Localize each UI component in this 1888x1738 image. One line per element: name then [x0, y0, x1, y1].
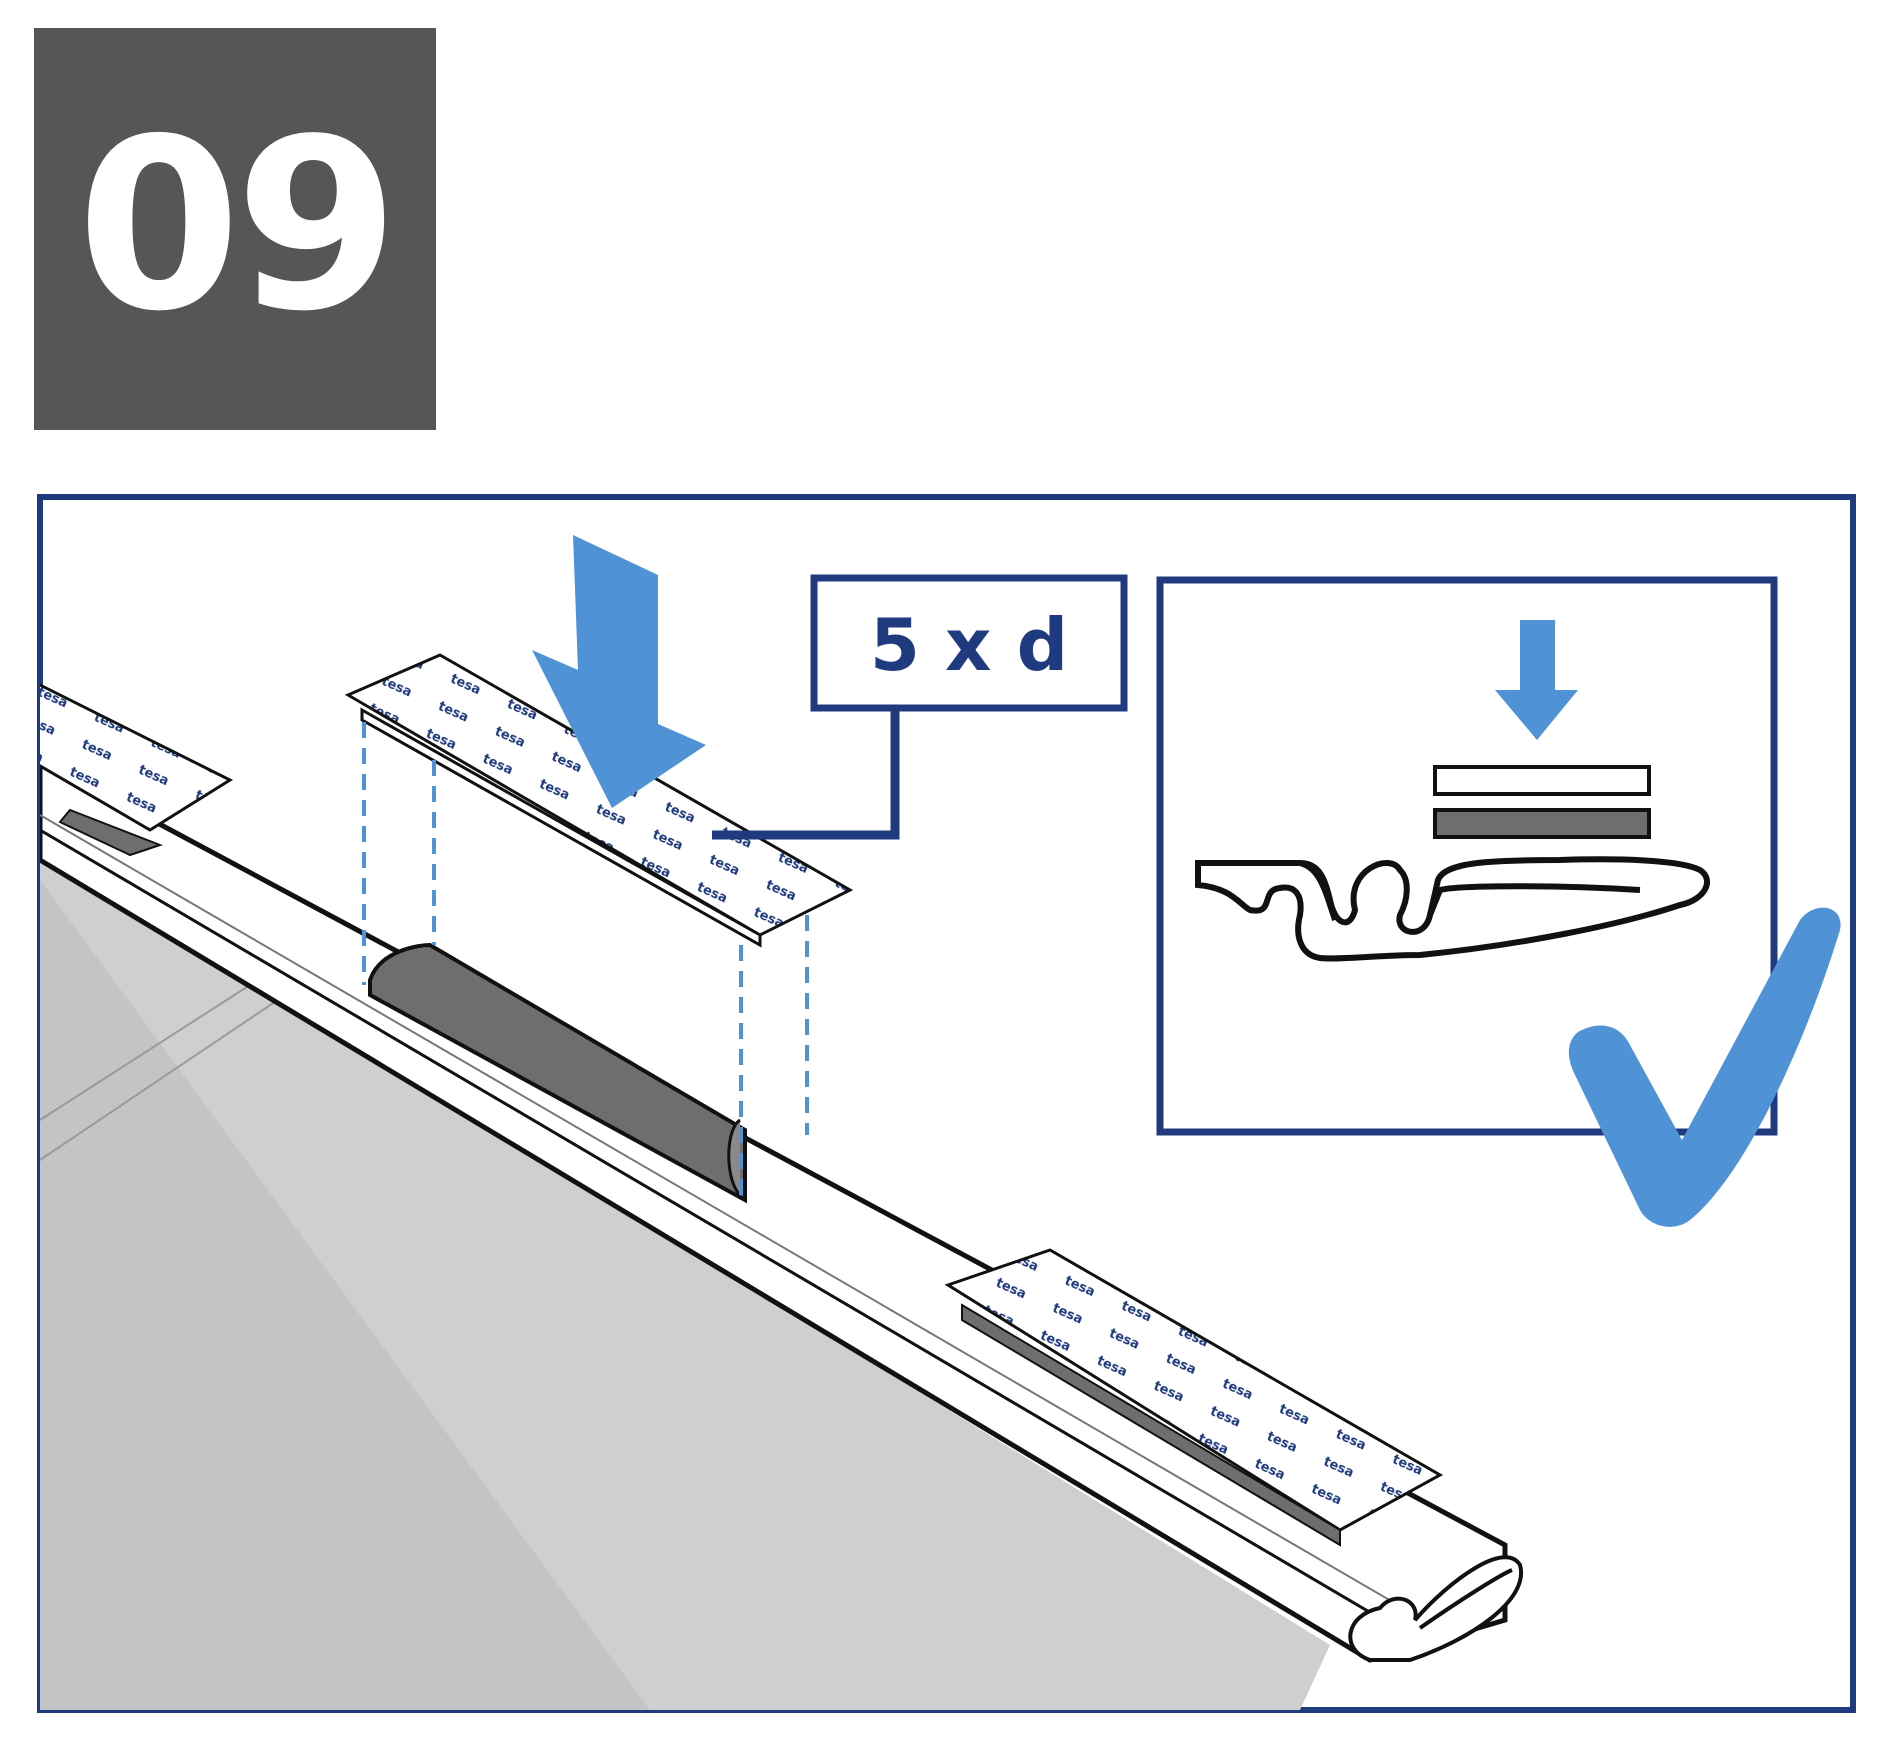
callout-leader-line: [712, 708, 900, 840]
arrow-down-icon: [532, 535, 706, 808]
arrow-down-icon: [1495, 620, 1578, 740]
tape-backing-layer: [1433, 765, 1651, 796]
adhesive-tape-exposed: [368, 942, 747, 1204]
tape-backing-left: [40, 683, 234, 832]
detail-inset: [1156, 576, 1778, 1136]
adhesive-layer: [1433, 808, 1651, 839]
step-number-badge: 09: [34, 28, 436, 430]
checkmark-icon: [1568, 907, 1841, 1227]
count-callout-label: 5 x d: [870, 603, 1068, 687]
profile-end-cap: [1348, 1555, 1524, 1662]
tape-backing-right: [944, 1248, 1444, 1532]
step-number: 09: [76, 88, 399, 363]
tape-backing-middle: [344, 653, 854, 937]
count-callout: [810, 574, 1128, 712]
